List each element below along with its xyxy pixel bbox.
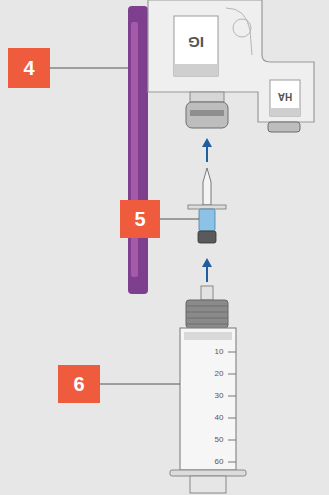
graduation-number: 10 [215, 348, 224, 356]
vial-label [174, 16, 218, 76]
plate-highlight [131, 22, 138, 277]
graduation-number: 60 [215, 458, 224, 466]
callout-box: 6 [58, 365, 100, 403]
callout-number: 4 [23, 58, 34, 78]
port-ring [190, 110, 224, 116]
callout-number: 6 [73, 374, 84, 394]
leader-line [50, 68, 128, 69]
housing-detail [226, 8, 252, 55]
graduation-ticks [228, 352, 236, 462]
plunger-stopper [184, 332, 232, 340]
graduation-number: 50 [215, 436, 224, 444]
callout-number: 5 [134, 209, 145, 229]
callout-box: 4 [8, 48, 50, 88]
spike-flange [188, 205, 226, 209]
syringe-tip [201, 286, 213, 300]
syringe-collar [186, 300, 228, 328]
syringe-barrel [180, 328, 236, 470]
plunger-end [190, 476, 226, 493]
vial-label-band [174, 64, 218, 76]
arrow-head [202, 138, 212, 147]
direction-arrow [206, 146, 208, 162]
housing-detail [233, 19, 251, 37]
direction-arrow [206, 266, 208, 282]
vial-label [270, 80, 300, 116]
port [268, 122, 300, 132]
graduation-number: 20 [215, 370, 224, 378]
callout-box: 5 [120, 200, 160, 238]
port [186, 102, 228, 128]
leader-line [160, 219, 199, 220]
spike-cap [198, 231, 216, 243]
vial-label-text: IG [188, 35, 204, 50]
syringe-flange [170, 470, 246, 476]
vial-label-text: HA [278, 91, 292, 101]
graduation-number: 40 [215, 414, 224, 422]
leader-line [100, 384, 180, 385]
spike-needle [203, 168, 211, 205]
spike-body [199, 209, 215, 231]
arrow-head [202, 258, 212, 267]
collar-ribs [186, 306, 228, 324]
vial-label-band [270, 108, 300, 116]
purple-plate [128, 6, 148, 294]
device-housing [148, 0, 314, 122]
graduation-number: 30 [215, 392, 224, 400]
port-neck [190, 92, 224, 102]
